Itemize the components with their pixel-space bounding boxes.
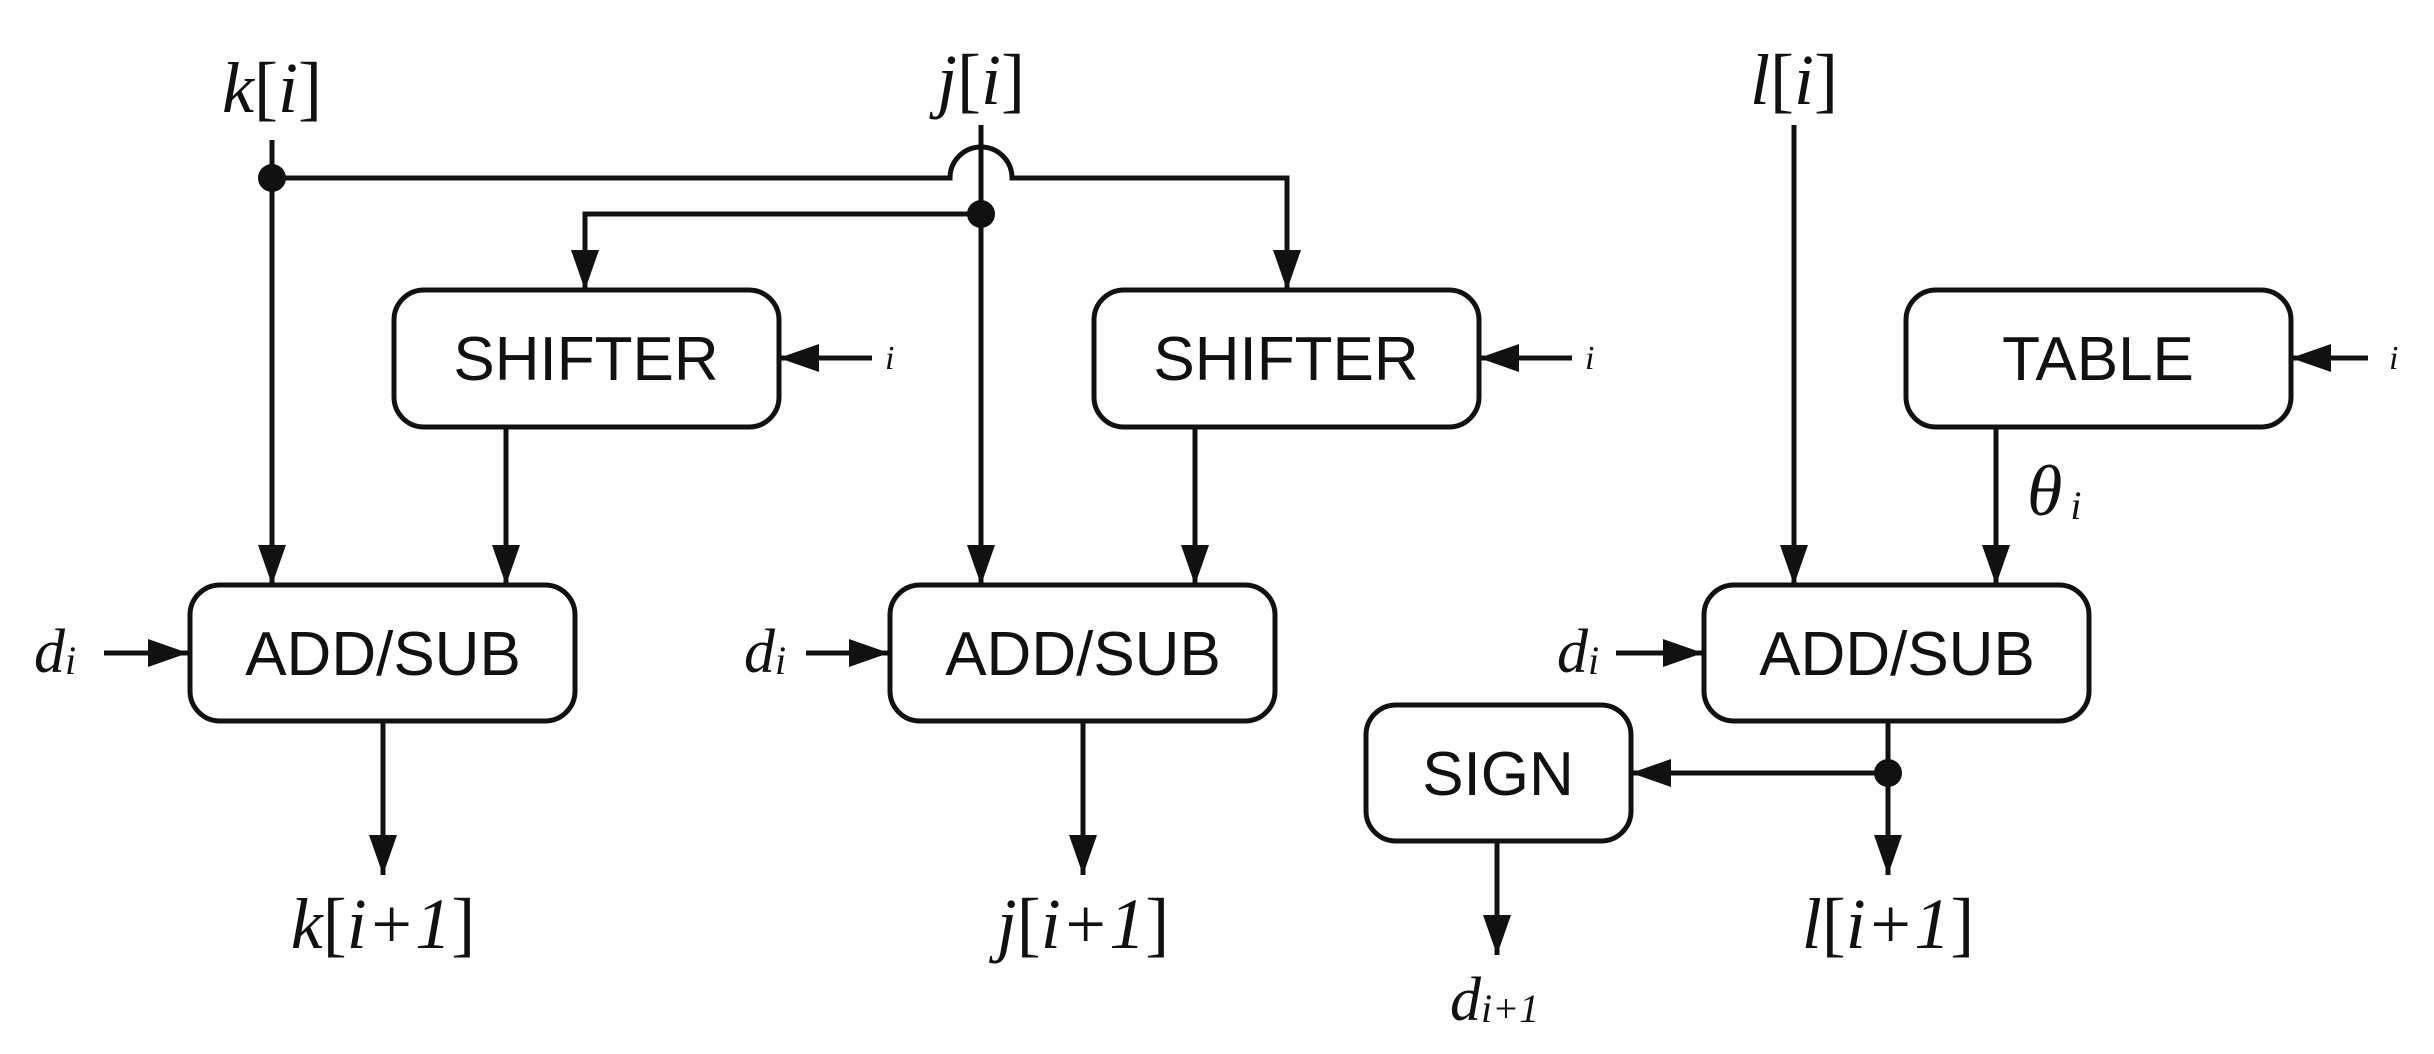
i-shifter-right-label: i: [1585, 340, 1594, 377]
addsub-j-block: ADD/SUB: [887, 582, 1278, 724]
sign-label: SIGN: [1422, 740, 1574, 809]
l-output-junction-dot: [1874, 759, 1902, 787]
addsub-k-block: ADD/SUB: [187, 582, 578, 724]
i-table-label: i: [2389, 340, 2398, 377]
addsub-l-label: ADD/SUB: [1759, 620, 2035, 689]
l-input-label: l[i]: [1750, 40, 1838, 120]
d-k-label: di: [34, 618, 76, 686]
j-junction-dot: [967, 200, 995, 228]
j-output-label: j[i+1]: [989, 884, 1170, 964]
d-l-label: di: [1557, 618, 1599, 686]
shifter-right-block: SHIFTER: [1091, 287, 1482, 430]
table-label: TABLE: [2002, 325, 2194, 394]
j-cross-wire: [571, 211, 981, 290]
shifter-left-block: SHIFTER: [391, 287, 782, 430]
d-j-label: di: [744, 618, 786, 686]
k-output-label: k[i+1]: [291, 884, 476, 964]
table-block: TABLE: [1903, 287, 2294, 430]
addsub-j-label: ADD/SUB: [945, 620, 1221, 689]
i-shifter-left-label: i: [885, 340, 894, 377]
k-cross-wire: [272, 144, 1301, 290]
sign-block: SIGN: [1363, 702, 1634, 844]
j-input-label: j[i]: [929, 40, 1025, 120]
d-next-label: di+1: [1450, 966, 1539, 1034]
l-output-label: l[i+1]: [1802, 884, 1975, 964]
k-input-label: k[i]: [222, 48, 322, 128]
shifter-right-label: SHIFTER: [1153, 325, 1418, 394]
addsub-l-block: ADD/SUB: [1701, 582, 2092, 724]
k-junction-dot: [258, 164, 286, 192]
addsub-k-label: ADD/SUB: [245, 620, 521, 689]
shifter-left-label: SHIFTER: [453, 325, 718, 394]
